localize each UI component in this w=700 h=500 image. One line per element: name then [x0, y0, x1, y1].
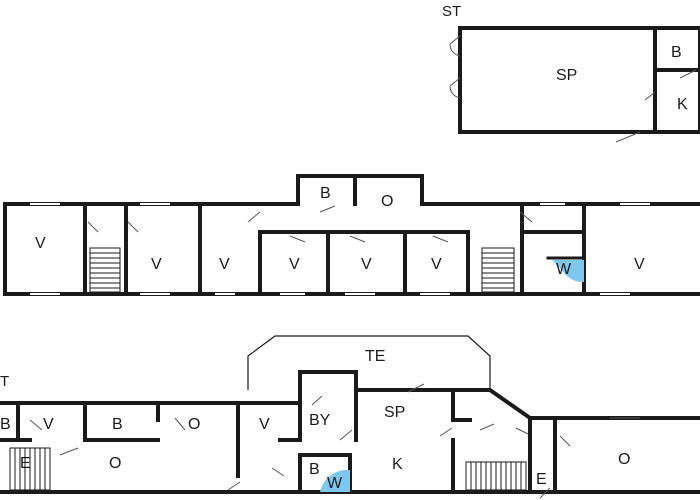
ground-room-v2: V — [259, 416, 270, 433]
annex-room-k: K — [677, 96, 688, 113]
upper-room-w: W — [556, 261, 572, 278]
ground-room-o3: O — [618, 451, 630, 468]
upper-room-v1: V — [35, 235, 46, 252]
ground-room-e1: E — [20, 455, 31, 472]
upper-room-o: O — [381, 193, 393, 210]
ground-stairs-right — [465, 461, 527, 491]
ground-toilet-highlight — [320, 469, 350, 492]
upper-room-v6: V — [431, 256, 442, 273]
upper-room-v4: V — [289, 256, 300, 273]
ground-room-o1: O — [109, 455, 121, 472]
annex-building: ST SP B K — [442, 3, 700, 143]
ground-stairs-left — [9, 447, 51, 491]
upper-room-v3: V — [219, 256, 230, 273]
ground-floor: T TE — [0, 335, 700, 499]
ground-room-k: K — [392, 456, 403, 473]
annex-floor-label: ST — [442, 3, 461, 20]
upper-toilet-highlight — [552, 260, 584, 283]
upper-room-v5: V — [361, 256, 372, 273]
upper-stairs-right — [481, 247, 515, 293]
annex-room-sp: SP — [556, 67, 577, 84]
ground-room-b3: B — [309, 461, 320, 478]
upper-floor: B O V V V V V V W V — [3, 174, 700, 296]
annex-room-b: B — [671, 44, 682, 61]
ground-room-w: W — [327, 475, 343, 492]
upper-room-v2: V — [151, 256, 162, 273]
ground-room-by: BY — [309, 412, 331, 429]
ground-room-b1: B — [0, 416, 11, 433]
ground-room-o2: O — [188, 416, 200, 433]
ground-room-e2: E — [536, 471, 547, 488]
ground-room-te: TE — [365, 348, 385, 365]
upper-room-b: B — [320, 185, 331, 202]
upper-room-v7: V — [634, 256, 645, 273]
ground-floor-label-t: T — [0, 373, 9, 390]
ground-room-sp: SP — [384, 404, 405, 421]
ground-room-b2: B — [112, 416, 123, 433]
upper-stairs-left — [89, 247, 121, 293]
ground-room-v1: V — [43, 416, 54, 433]
